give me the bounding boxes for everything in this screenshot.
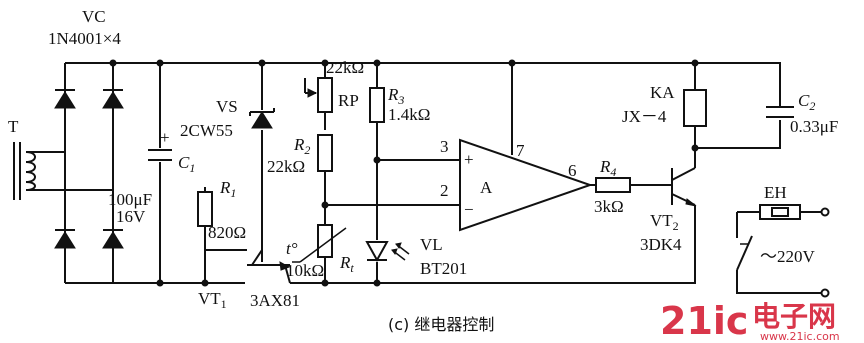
label-bridge-part: 1N4001×4	[48, 29, 121, 48]
potentiometer-rp	[307, 77, 333, 113]
label-vs: VS	[216, 97, 238, 116]
label-vt1-part: 3AX81	[250, 291, 300, 310]
heater-eh	[759, 204, 801, 220]
label-ka: KA	[650, 83, 675, 102]
svg-text:www.21ic.com: www.21ic.com	[760, 330, 840, 343]
relay-contact	[736, 235, 753, 271]
junction-dots	[109, 59, 699, 287]
label-vc: VC	[82, 7, 106, 26]
svg-text:电子网: 电子网	[752, 300, 836, 333]
bridge-diode-bottom-right	[102, 229, 124, 249]
mains-terminal-bottom	[820, 288, 830, 298]
relay-coil-ka	[683, 89, 707, 127]
bridge-diode-bottom-left	[54, 229, 76, 249]
label-r3: R3	[387, 85, 404, 107]
label-c1-value1: 100μF	[108, 190, 152, 209]
figure-caption: (c) 继电器控制	[388, 315, 494, 334]
label-opamp-plus: +	[464, 150, 474, 169]
label-rt-value: 10kΩ	[286, 261, 324, 280]
label-vs-part: 2CW55	[180, 121, 233, 140]
label-r4-value: 3kΩ	[594, 197, 624, 216]
opamp-a	[459, 138, 594, 232]
label-temp: t°	[286, 239, 298, 258]
transistor-vt2	[671, 167, 697, 207]
label-c1-value2: 16V	[116, 207, 146, 226]
resistor-r3	[369, 87, 385, 123]
label-mains: ～220V	[760, 247, 815, 266]
resistor-r1	[197, 191, 213, 227]
transformer	[13, 142, 38, 200]
label-rp-value: 22kΩ	[326, 58, 364, 77]
label-c1-plus: +	[160, 128, 170, 147]
label-c1: C1	[178, 153, 195, 175]
label-r2: R2	[293, 135, 310, 157]
bridge-diode-top-left	[54, 89, 76, 109]
thermistor-rt	[292, 224, 347, 263]
transistor-vt1	[247, 249, 291, 284]
watermark-logo: 21ic 电子网 www.21ic.com	[660, 299, 840, 343]
label-pin-plus: 3	[440, 137, 449, 156]
svg-text:21ic: 21ic	[660, 299, 748, 343]
label-vl-part: BT201	[420, 259, 467, 278]
label-r1-value: 820Ω	[208, 223, 246, 242]
zener-vs	[249, 108, 275, 129]
label-pin-minus: 2	[440, 181, 449, 200]
label-r1: R1	[219, 178, 236, 200]
label-r3-value: 1.4kΩ	[388, 105, 430, 124]
capacitor-c2	[766, 95, 794, 118]
label-vt2: VT2	[650, 211, 679, 233]
label-eh: EH	[764, 183, 787, 202]
label-pin-out: 6	[568, 161, 577, 180]
label-c2: C2	[798, 91, 815, 113]
capacitor-c1	[148, 149, 172, 161]
label-opamp: A	[480, 178, 493, 197]
resistor-r4	[595, 177, 631, 193]
label-r2-value: 22kΩ	[267, 157, 305, 176]
label-transformer: T	[8, 117, 19, 136]
bridge-diode-top-right	[102, 89, 124, 109]
photodiode-vl	[365, 241, 410, 263]
label-opamp-minus: −	[464, 200, 474, 219]
label-c2-value: 0.33μF	[790, 117, 838, 136]
label-rt: Rt	[339, 253, 354, 275]
label-r4: R4	[599, 157, 616, 179]
label-vt1: VT1	[198, 289, 227, 311]
label-vt2-part: 3DK4	[640, 235, 682, 254]
resistor-r2	[317, 134, 333, 172]
label-vl: VL	[420, 235, 443, 254]
label-rp: RP	[338, 91, 359, 110]
mains-terminal-top	[820, 207, 830, 217]
label-ka-part: JX－4	[622, 107, 667, 126]
label-pin-supply: 7	[516, 141, 525, 160]
